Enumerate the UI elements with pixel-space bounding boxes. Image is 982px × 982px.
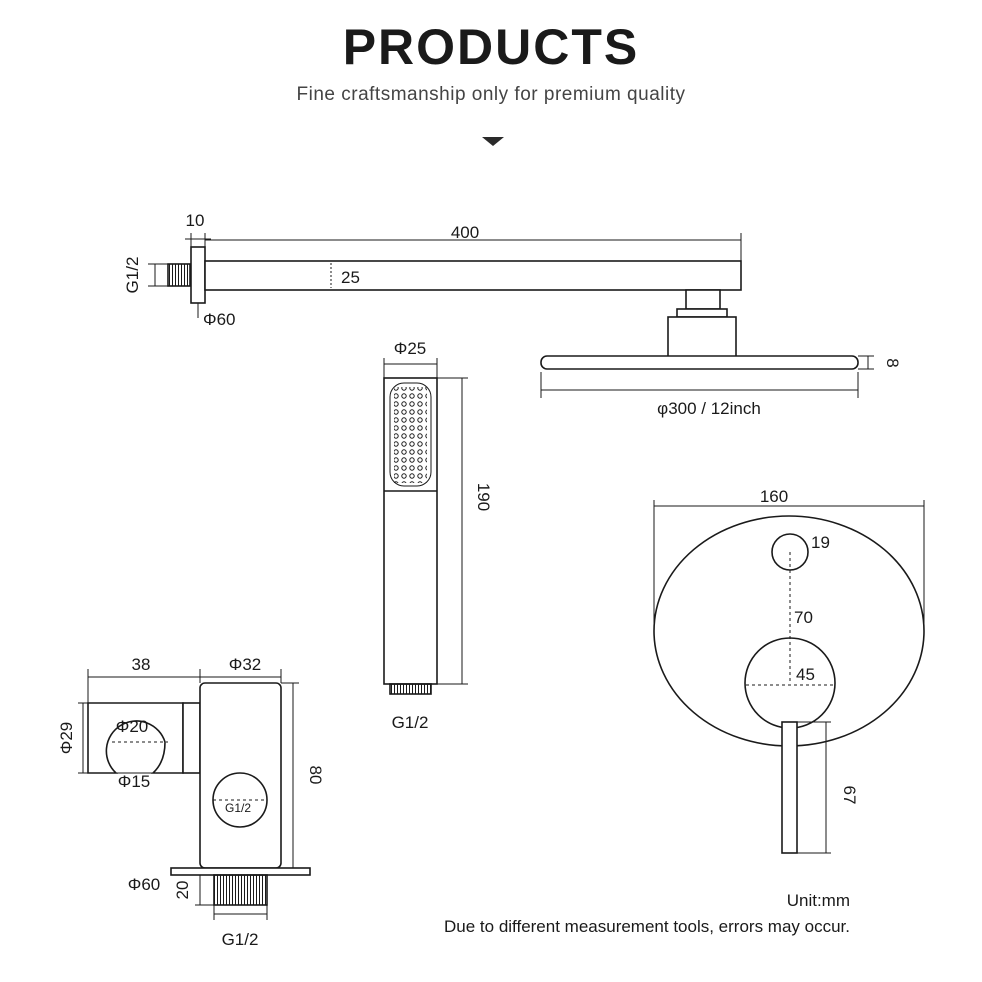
arm-thread-label: G1/2 xyxy=(123,257,142,294)
hand-shower-length-label: 190 xyxy=(474,483,493,511)
shower-arm xyxy=(167,246,742,358)
hand-shower-thread-label: G1/2 xyxy=(392,713,429,732)
hand-shower-dimensions xyxy=(383,358,468,685)
outlet-thread-length-label: 20 xyxy=(173,881,192,900)
outlet-diameter-label: Φ32 xyxy=(229,655,261,674)
arm-flange-diameter-label: Φ60 xyxy=(203,310,235,329)
outlet-flange-diameter-label: Φ60 xyxy=(128,875,160,894)
mixer-plate-diameter-label: 160 xyxy=(760,487,788,506)
holder-slot-label: Φ15 xyxy=(118,772,150,791)
mixer-valve-dimensions xyxy=(653,500,925,854)
holder-width-label: 38 xyxy=(132,655,151,674)
page-title: PRODUCTS xyxy=(342,19,640,75)
mixer-lever-length-label: 67 xyxy=(840,786,859,805)
shower-arm-dimensions xyxy=(148,233,742,318)
mixer-valve xyxy=(653,515,925,854)
hand-shower xyxy=(383,377,438,695)
holder-outlet-dimensions xyxy=(78,669,299,920)
outlet-thread-label: G1/2 xyxy=(222,930,259,949)
mixer-center-distance-label: 70 xyxy=(794,608,813,627)
mixer-handle-diameter-label: 45 xyxy=(796,665,815,684)
wall-outlet xyxy=(170,682,311,906)
arm-length-label: 400 xyxy=(451,223,479,242)
rain-head-thickness-label: 8 xyxy=(883,358,902,367)
arm-flange-thickness-label: 10 xyxy=(186,211,205,230)
holder-height-label: Φ29 xyxy=(57,722,76,754)
rain-head-diameter-label: φ300 / 12inch xyxy=(657,399,761,418)
outlet-height-label: 80 xyxy=(306,766,325,785)
mixer-diverter-diameter-label: 19 xyxy=(811,533,830,552)
rain-head xyxy=(540,355,859,370)
page-subtitle: Fine craftsmanship only for premium qual… xyxy=(296,84,686,105)
arm-height-label: 25 xyxy=(341,268,360,287)
holder-hole-label: Φ20 xyxy=(116,717,148,736)
unit-note: Unit:mm xyxy=(787,891,850,910)
outlet-thread-inner-label: G1/2 xyxy=(225,801,251,815)
hand-shower-diameter-label: Φ25 xyxy=(394,339,426,358)
hand-shower-holder xyxy=(87,702,201,774)
disclaimer-note: Due to different measurement tools, erro… xyxy=(444,917,850,936)
chevron-down-icon xyxy=(482,137,504,146)
rain-head-dimensions xyxy=(540,355,874,398)
